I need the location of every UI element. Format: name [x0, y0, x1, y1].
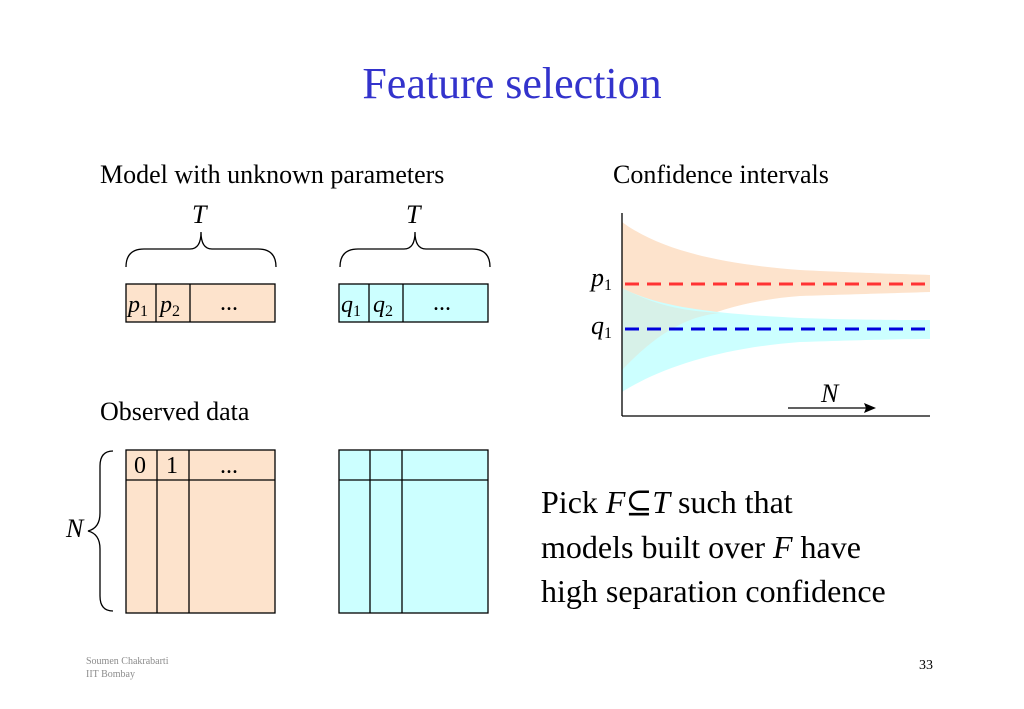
brace-q — [339, 231, 491, 268]
n-label: N — [66, 514, 84, 543]
cell-p-ellipsis: ... — [220, 290, 238, 316]
t-label-p: T — [192, 200, 207, 229]
footer-institute: IIT Bombay — [86, 669, 135, 680]
ci-band-p — [622, 222, 930, 370]
data-table-q — [338, 449, 489, 614]
observed-heading: Observed data — [100, 397, 250, 426]
param-row-p — [125, 283, 276, 323]
cell-p2: p2 — [160, 292, 180, 320]
brace-n — [87, 450, 114, 612]
data-cell-1: 1 — [166, 453, 178, 479]
param-row-q — [338, 283, 489, 323]
cell-q1: q1 — [341, 292, 361, 320]
ci-heading: Confidence intervals — [613, 160, 829, 189]
ci-axis-n-label: N — [821, 379, 839, 408]
page-number: 33 — [919, 658, 933, 673]
slide-title: Feature selection — [362, 59, 662, 108]
cell-q-ellipsis: ... — [433, 290, 451, 316]
cell-q2: q2 — [373, 292, 393, 320]
data-table-p — [125, 449, 276, 614]
t-label-q: T — [406, 200, 421, 229]
data-cell-ellipsis: ... — [220, 453, 238, 479]
pick-line-2: models built over F have — [541, 529, 861, 565]
footer-author: Soumen Chakrabarti — [86, 656, 169, 667]
cell-p1: p1 — [128, 292, 148, 320]
pick-line-3: high separation confidence — [541, 573, 886, 609]
ci-label-q1: q1 — [591, 311, 612, 343]
model-heading: Model with unknown parameters — [100, 160, 445, 189]
data-cell-0: 0 — [134, 453, 146, 479]
brace-p — [125, 231, 277, 268]
ci-label-p1: p1 — [591, 263, 612, 295]
pick-line-1: Pick F⊆T such that — [541, 484, 793, 520]
